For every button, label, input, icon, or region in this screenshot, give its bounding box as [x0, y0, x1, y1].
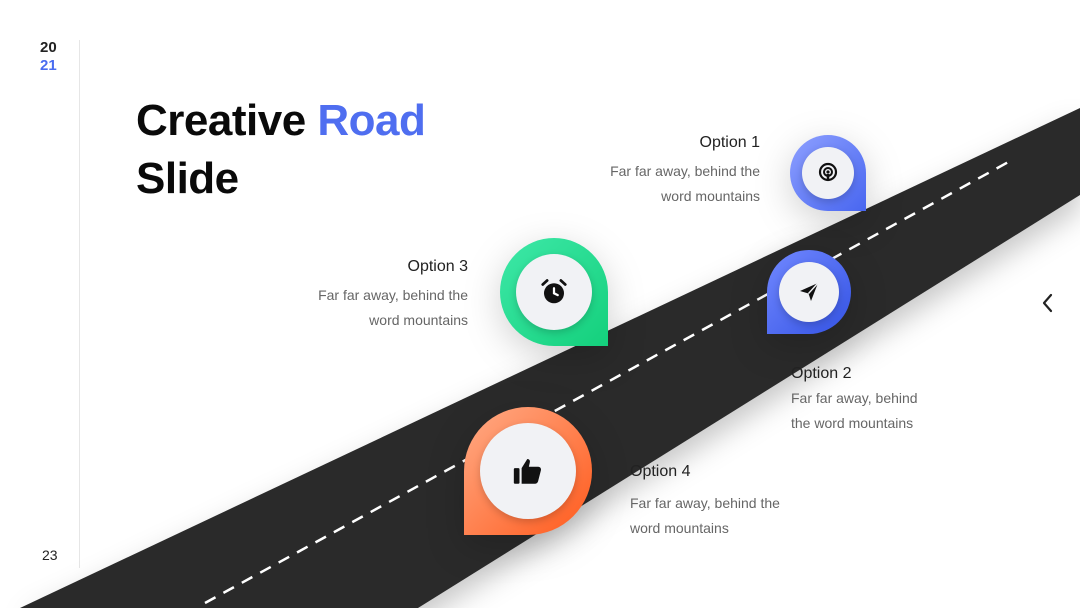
option-1-line-2: word mountains	[661, 188, 760, 204]
option-1-line-1: Far far away, behind the	[610, 163, 760, 179]
page-title: Creative Road Slide	[136, 92, 426, 208]
option-3-icon-badge	[516, 254, 592, 330]
title-part-2: Slide	[136, 154, 239, 203]
year-top: 20	[40, 39, 57, 56]
option-2-title: Option 2	[791, 365, 852, 382]
option-4-title: Option 4	[630, 463, 691, 480]
title-part-1: Creative	[136, 96, 318, 145]
option-2-description: Far far away, behind the word mountains	[791, 386, 991, 436]
option-3-line-2: word mountains	[369, 312, 468, 328]
alarm-clock-icon	[541, 279, 567, 304]
year-bottom: 21	[40, 57, 57, 74]
divider-line	[79, 40, 80, 568]
option-2-line-1: Far far away, behind	[791, 390, 918, 406]
option-1-description: Far far away, behind the word mountains	[540, 159, 760, 209]
option-4-line-2: word mountains	[630, 520, 729, 536]
thumbs-up-icon	[513, 458, 542, 484]
title-accent: Road	[317, 96, 426, 145]
option-3-description: Far far away, behind the word mountains	[248, 283, 468, 333]
option-4-description: Far far away, behind the word mountains	[630, 491, 830, 541]
chevron-left-icon[interactable]	[1040, 292, 1056, 314]
road-surface	[20, 108, 1080, 608]
option-4-line-1: Far far away, behind the	[630, 495, 780, 511]
option-1-icon-badge	[802, 147, 854, 199]
page-number: 23	[42, 547, 58, 563]
send-icon	[800, 282, 819, 301]
option-2-icon-badge	[779, 262, 839, 322]
option-3-title: Option 3	[407, 258, 468, 275]
option-2-line-2: the word mountains	[791, 415, 914, 431]
road-center-line	[204, 158, 1013, 605]
option-1-title: Option 1	[699, 134, 760, 151]
podcast-icon	[818, 162, 838, 182]
option-3-line-1: Far far away, behind the	[318, 287, 468, 303]
option-4-icon-badge	[480, 423, 576, 519]
